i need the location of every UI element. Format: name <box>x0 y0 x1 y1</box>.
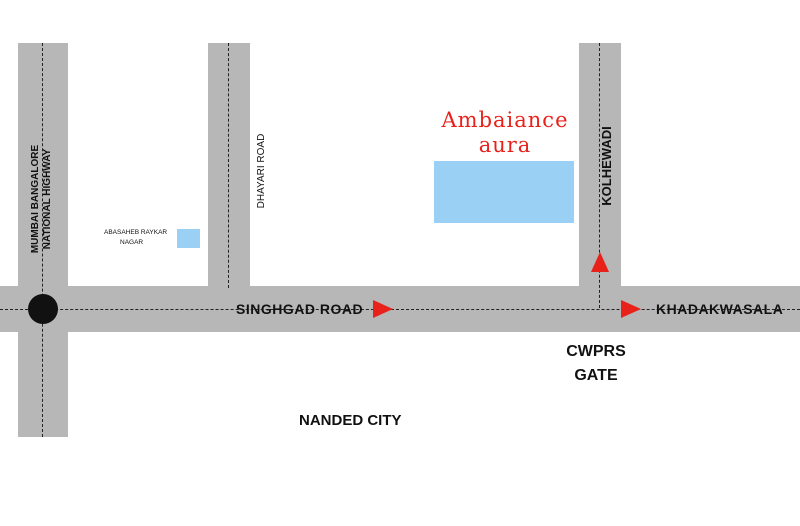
abasaheb-label-line1: ABASAHEB RAYKAR <box>104 229 168 236</box>
highway-label-line1: MUMBAI BANGALORE <box>30 144 41 254</box>
kolhewadi-text: KOLHEWADI <box>599 126 614 206</box>
highway-label: MUMBAI BANGALORE NATIONAL HIGHWAY <box>30 137 60 261</box>
singhgad-center-line <box>0 309 800 310</box>
kolhewadi-center-line <box>599 43 600 308</box>
dhayari-center-line <box>228 43 229 288</box>
junction-marker <box>28 294 58 324</box>
cwprs-gate-label: CWPRS GATE <box>556 340 636 388</box>
arrow-right-icon <box>373 300 393 318</box>
arrow-up-icon <box>591 252 609 272</box>
abasaheb-raykar-nagar-block <box>177 229 200 248</box>
national-highway-road <box>18 43 68 437</box>
highway-center-line <box>42 43 43 437</box>
kolhewadi-label: KOLHEWADI <box>599 116 616 216</box>
project-name: Ambaiance aura <box>430 108 580 158</box>
highway-label-line2: NATIONAL HIGHWAY <box>41 148 53 250</box>
project-name-line2: aura <box>478 133 532 157</box>
abasaheb-label-line2: NAGAR <box>120 239 144 246</box>
project-location-block <box>434 161 574 223</box>
nanded-city-label: NANDED CITY <box>299 412 402 429</box>
abasaheb-raykar-nagar-label: ABASAHEB RAYKAR NAGAR <box>104 228 176 248</box>
dhayari-road-text: DHAYARI ROAD <box>256 133 267 209</box>
cwprs-label-line2: GATE <box>574 367 618 384</box>
singhgad-road-label: SINGHGAD ROAD <box>236 301 364 317</box>
cwprs-label-line1: CWPRS <box>566 343 626 360</box>
arrow-right-icon <box>621 300 641 318</box>
khadakwasala-label: KHADAKWASALA <box>656 301 784 317</box>
dhayari-road <box>208 43 250 288</box>
kolhewadi-road <box>579 43 621 288</box>
project-name-line1: Ambaiance <box>441 108 569 132</box>
dhayari-road-label: DHAYARI ROAD <box>256 121 270 221</box>
